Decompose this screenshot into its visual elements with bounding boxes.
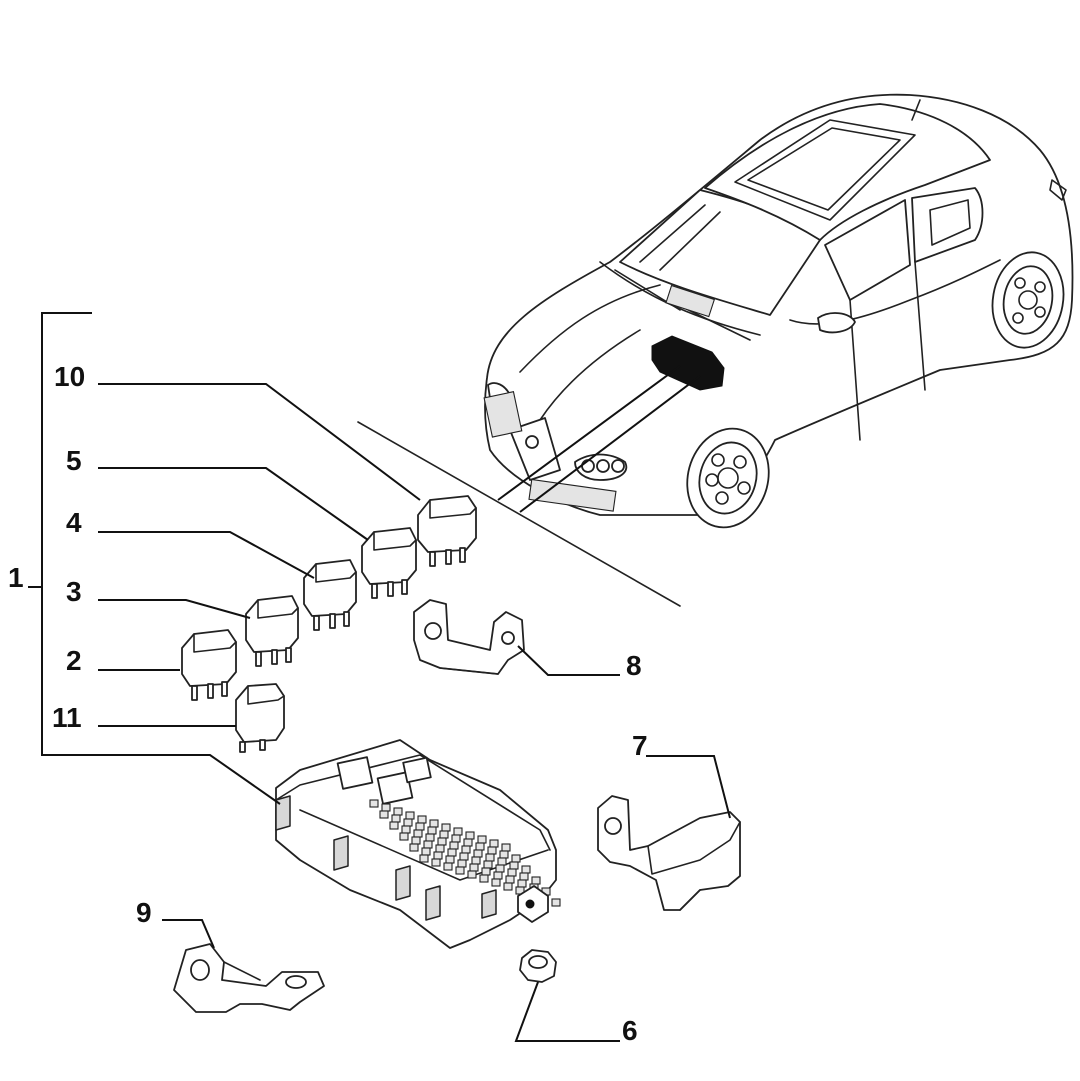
pointer-lines	[357, 365, 701, 607]
fuse-slot	[437, 837, 447, 846]
callout-8: 8	[626, 650, 642, 681]
fuse-slot	[433, 851, 443, 860]
fuse-slot	[417, 815, 427, 824]
relay-11	[235, 683, 285, 753]
callout-2: 2	[66, 645, 82, 676]
bracket-8	[413, 599, 525, 675]
fuse-slot	[427, 826, 437, 835]
fuse-slot	[521, 865, 531, 874]
fuse-slot	[451, 834, 461, 843]
fuse-slot	[467, 870, 477, 879]
callout-labels: 1 2 3 4 5 6 7 8 9 10 11	[8, 361, 648, 1046]
fuse-slot	[409, 843, 419, 852]
fuse-slot	[393, 807, 403, 816]
fuse-slot	[483, 860, 493, 869]
fuse-slot	[413, 829, 423, 838]
fuse-slot	[503, 882, 513, 891]
fuse-slot	[489, 839, 499, 848]
fuse-slot	[443, 862, 453, 871]
fuse-slot	[411, 836, 421, 845]
fuse-slot	[415, 822, 425, 831]
relay-5	[361, 527, 417, 599]
callout-9: 9	[136, 897, 152, 928]
relay-10	[417, 495, 477, 567]
fuse-slot	[453, 827, 463, 836]
fuse-slot	[429, 819, 439, 828]
fuse-slot	[507, 868, 517, 877]
bracket-7	[597, 795, 741, 911]
fuse-slot	[399, 832, 409, 841]
relay-4	[303, 559, 357, 631]
callout-4: 4	[66, 507, 82, 538]
fuse-slot	[485, 853, 495, 862]
callout-3: 3	[66, 576, 82, 607]
fuse-slot	[401, 825, 411, 834]
fuse-box-body	[275, 739, 561, 949]
callout-10: 10	[54, 361, 85, 392]
fuse-slot	[391, 814, 401, 823]
callout-6: 6	[622, 1015, 638, 1046]
fuse-slot	[423, 840, 433, 849]
callout-5: 5	[66, 445, 82, 476]
nut-6	[519, 949, 557, 983]
fuse-slot	[471, 856, 481, 865]
fuse-slot	[469, 863, 479, 872]
callout-11: 11	[52, 702, 82, 733]
fuse-slot	[405, 811, 415, 820]
fuse-slot	[465, 831, 475, 840]
fuse-slot	[431, 858, 441, 867]
leader-lines	[98, 383, 731, 1042]
fuse-slot	[499, 850, 509, 859]
fuse-slot	[435, 844, 445, 853]
fuse-slot	[497, 857, 507, 866]
group-bracket-1	[28, 312, 281, 805]
fuse-slot	[475, 842, 485, 851]
fuse-slot	[389, 821, 399, 830]
relay-2	[181, 629, 237, 701]
relay-3	[245, 595, 299, 667]
fuse-box-location-marker	[651, 335, 725, 391]
fuse-slot	[461, 845, 471, 854]
fuse-slot	[481, 867, 491, 876]
fuse-slot	[445, 855, 455, 864]
fuse-slot	[425, 833, 435, 842]
fuse-slot	[419, 854, 429, 863]
bracket-9	[173, 943, 325, 1013]
fuse-slot	[421, 847, 431, 856]
fuse-slot	[379, 810, 389, 819]
fuse-slot	[505, 875, 515, 884]
fuse-slot	[449, 841, 459, 850]
fuse-slot	[473, 849, 483, 858]
fuse-slot	[479, 874, 489, 883]
fuse-slot	[495, 864, 505, 873]
fuse-slot	[381, 803, 391, 812]
fuse-slot	[463, 838, 473, 847]
fuse-slot	[369, 799, 379, 808]
fuse-slot	[551, 898, 561, 907]
fuse-slot	[511, 854, 521, 863]
car-illustration	[483, 93, 1074, 529]
fuse-slot	[477, 835, 487, 844]
callout-1: 1	[8, 562, 24, 593]
fuse-slot	[439, 830, 449, 839]
fuse-slot	[501, 843, 511, 852]
fuse-slot	[519, 872, 529, 881]
fuse-slot	[403, 818, 413, 827]
fuse-slot	[531, 876, 541, 885]
fuse-slot	[447, 848, 457, 857]
fuse-slot	[517, 879, 527, 888]
fuse-slot	[441, 823, 451, 832]
fuse-slot	[493, 871, 503, 880]
fuse-slot	[455, 866, 465, 875]
fuse-grid	[369, 799, 561, 907]
fuse-slot	[509, 861, 519, 870]
fuse-slot	[457, 859, 467, 868]
fuse-slot	[459, 852, 469, 861]
fuse-slot	[491, 878, 501, 887]
callout-7: 7	[632, 730, 648, 761]
fuse-slot	[487, 846, 497, 855]
